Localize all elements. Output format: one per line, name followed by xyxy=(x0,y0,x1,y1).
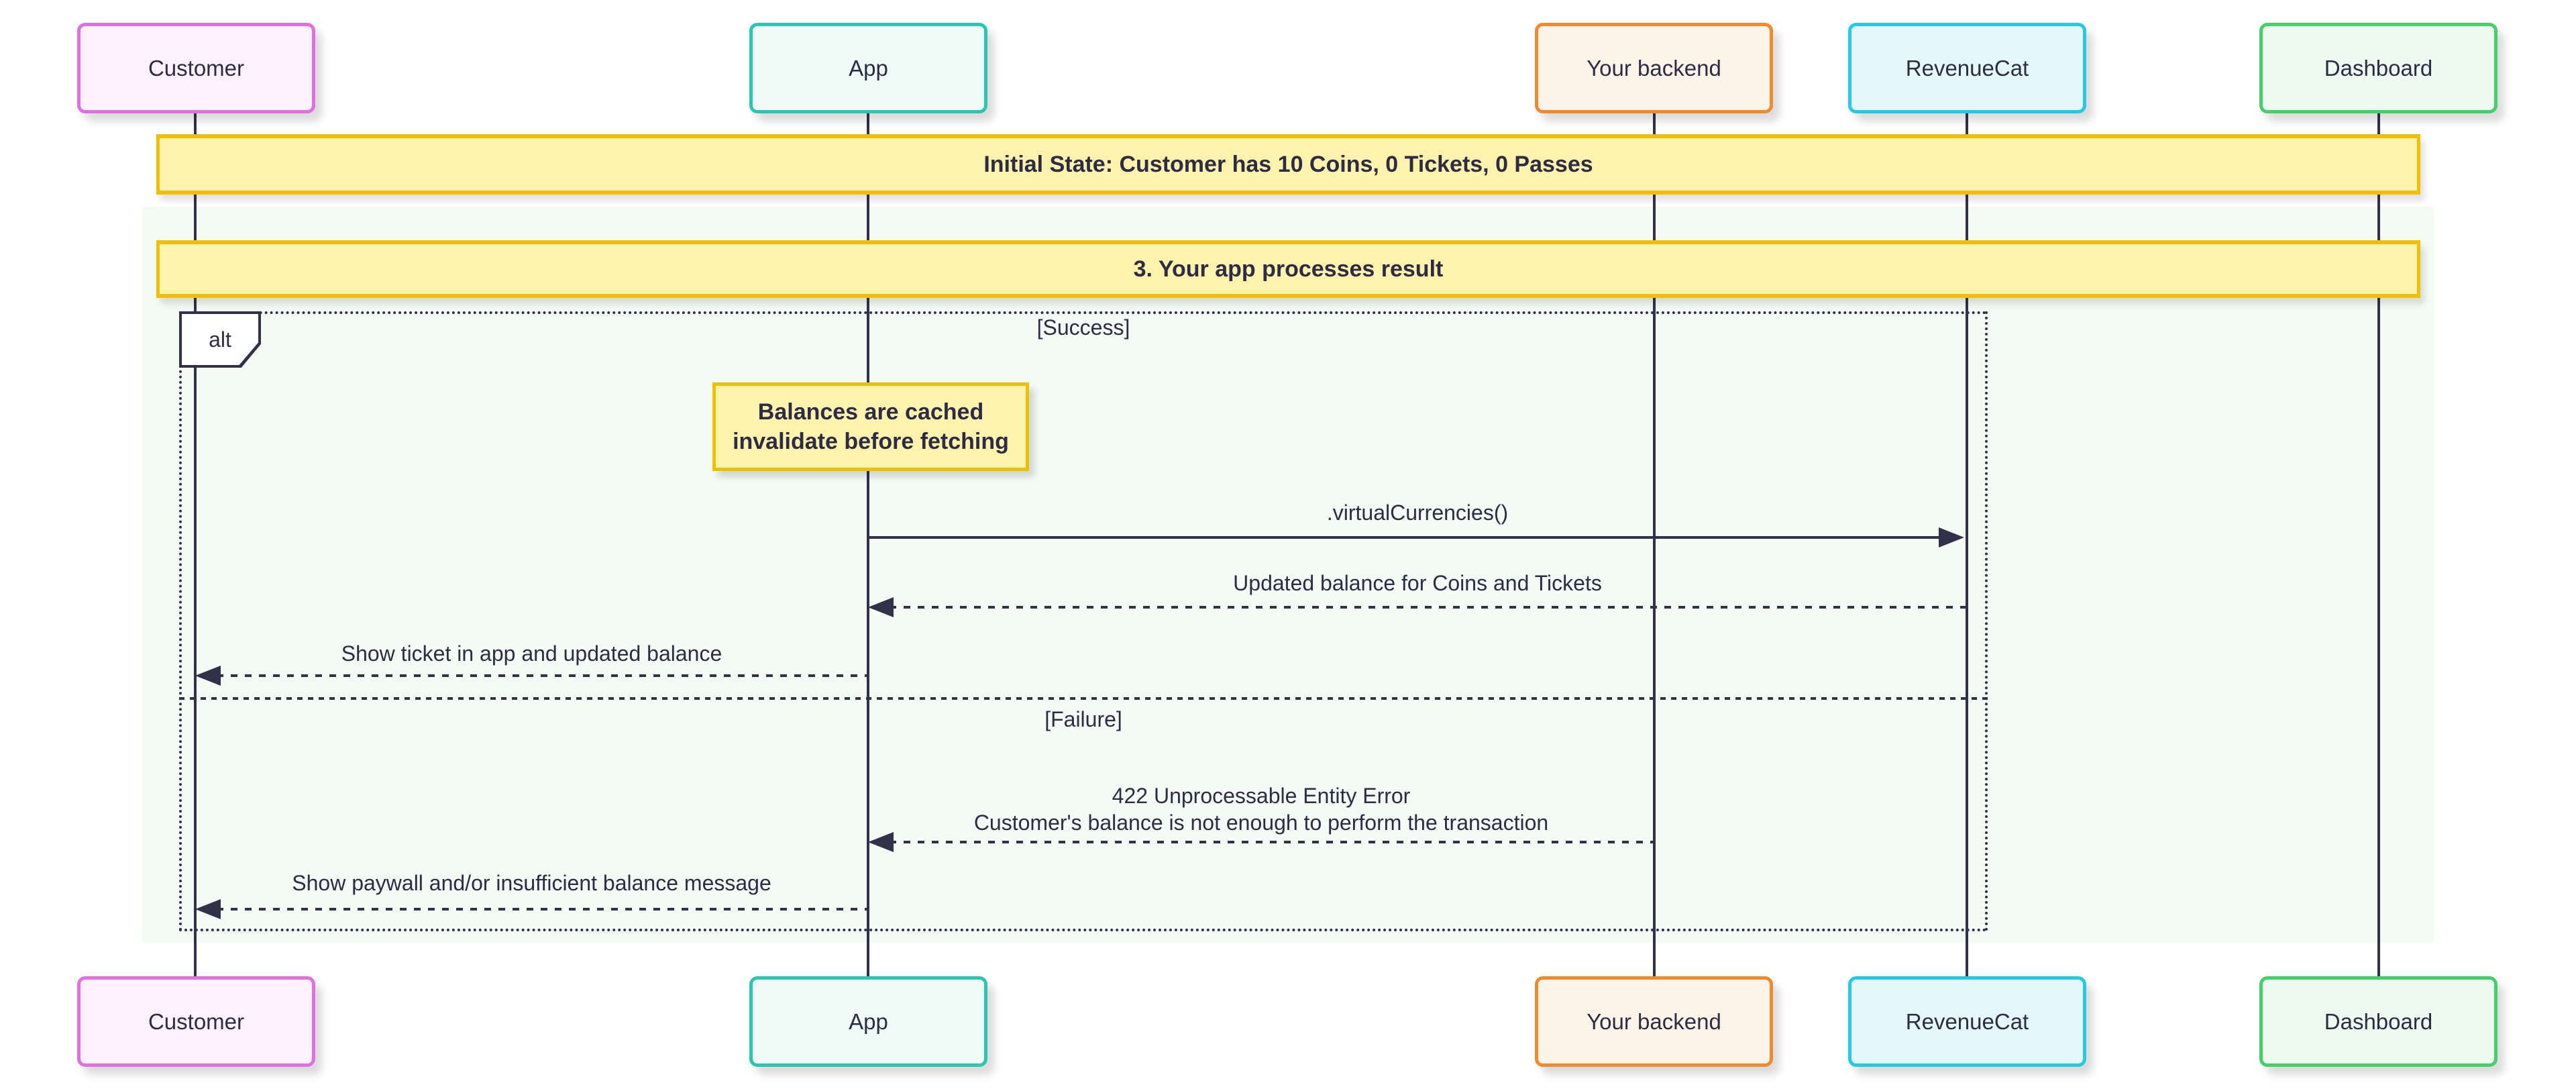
message-virtualcurrencies-label: .virtualCurrencies() xyxy=(1326,501,1509,525)
actor-customer-top: Customer xyxy=(77,23,315,113)
actor-backend-label: Your backend xyxy=(1587,55,1721,81)
actor-dashboard-bottom: Dashboard xyxy=(2259,976,2498,1067)
banner-initial-state-text: Initial State: Customer has 10 Coins, 0 … xyxy=(983,151,1593,177)
actor-revenuecat-bottom: RevenueCat xyxy=(1848,976,2086,1067)
actor-customer-label: Customer xyxy=(148,1008,245,1034)
actor-revenuecat-top: RevenueCat xyxy=(1848,23,2086,113)
banner-initial-state: Initial State: Customer has 10 Coins, 0 … xyxy=(156,134,2420,195)
alt-divider xyxy=(179,697,1988,700)
note-balances-cached: Balances are cached invalidate before fe… xyxy=(712,382,1029,471)
alt-label: alt xyxy=(179,311,261,368)
actor-app-top: App xyxy=(749,23,987,113)
actor-dashboard-top: Dashboard xyxy=(2259,23,2498,113)
alt-success-label: [Success] xyxy=(1036,315,1130,340)
banner-step3-text: 3. Your app processes result xyxy=(1133,256,1444,282)
actor-revenuecat-label: RevenueCat xyxy=(1905,1008,2029,1034)
message-422-error-label: 422 Unprocessable Entity Error Customer'… xyxy=(868,782,1654,836)
message-virtualcurrencies-line xyxy=(868,536,1945,539)
alt-failure-label: [Failure] xyxy=(1044,707,1122,731)
lifeline-backend xyxy=(1653,111,1656,978)
message-updated-balance-line xyxy=(890,606,1967,609)
note-line2: invalidate before fetching xyxy=(733,429,1009,454)
arrowhead-left-icon xyxy=(868,832,894,852)
actor-customer-label: Customer xyxy=(148,55,245,81)
actor-app-label: App xyxy=(849,55,888,81)
actor-app-bottom: App xyxy=(749,976,987,1067)
note-line1: Balances are cached xyxy=(757,399,984,425)
message-show-paywall-line xyxy=(217,908,868,911)
arrowhead-left-icon xyxy=(195,666,221,686)
actor-customer-bottom: Customer xyxy=(77,976,315,1067)
arrowhead-right-icon xyxy=(1939,527,1964,548)
arrowhead-left-icon xyxy=(868,597,894,617)
alt-label-text: alt xyxy=(182,314,258,365)
actor-app-label: App xyxy=(849,1008,888,1034)
message-422-error-line2: Customer's balance is not enough to perf… xyxy=(973,811,1549,835)
lifeline-revenuecat xyxy=(1966,111,1968,978)
lifeline-dashboard xyxy=(2377,111,2380,978)
alt-frame xyxy=(179,311,1988,931)
message-show-paywall-label: Show paywall and/or insufficient balance… xyxy=(292,871,771,895)
lifeline-customer xyxy=(194,111,197,978)
actor-backend-top: Your backend xyxy=(1535,23,1773,113)
message-show-ticket-label: Show ticket in app and updated balance xyxy=(341,641,722,666)
actor-dashboard-label: Dashboard xyxy=(2324,55,2433,81)
actor-backend-bottom: Your backend xyxy=(1535,976,1773,1067)
highlight-background xyxy=(142,207,2434,943)
actor-dashboard-label: Dashboard xyxy=(2324,1008,2433,1034)
arrowhead-left-icon xyxy=(195,899,221,919)
message-422-error-line xyxy=(890,841,1654,843)
message-show-ticket-line xyxy=(217,674,868,677)
actor-revenuecat-label: RevenueCat xyxy=(1905,55,2029,81)
actor-backend-label: Your backend xyxy=(1587,1008,1721,1034)
lifeline-app xyxy=(867,111,869,978)
message-updated-balance-label: Updated balance for Coins and Tickets xyxy=(1233,571,1602,595)
banner-step3: 3. Your app processes result xyxy=(156,240,2420,298)
message-422-error-line1: 422 Unprocessable Entity Error xyxy=(1112,784,1411,808)
